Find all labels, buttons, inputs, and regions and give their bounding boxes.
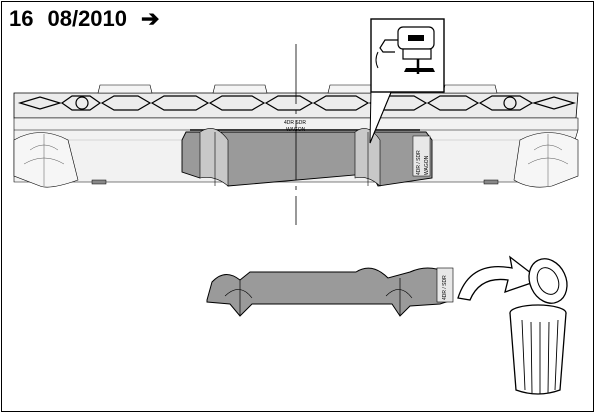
side-tab-label: 4DR / SDR: [416, 150, 422, 175]
cut-section-removed: 4DR / SDR: [206, 267, 454, 317]
jigsaw-icon: [369, 18, 445, 144]
step-arrow-icon: ➔: [141, 6, 160, 31]
step-date: 08/2010: [47, 6, 128, 31]
curved-arrow-icon: [457, 255, 542, 301]
side-tab-label-2: WAGON: [424, 155, 430, 175]
step-header: 16 08/2010 ➔: [9, 8, 173, 30]
cut-side-tab-label: 4DR / SDR: [442, 275, 448, 300]
step-number: 16: [9, 6, 34, 31]
trash-can-icon: [509, 258, 568, 395]
part-label-top: 4DR SDR: [284, 120, 306, 126]
cut-section-installed: [181, 128, 433, 187]
